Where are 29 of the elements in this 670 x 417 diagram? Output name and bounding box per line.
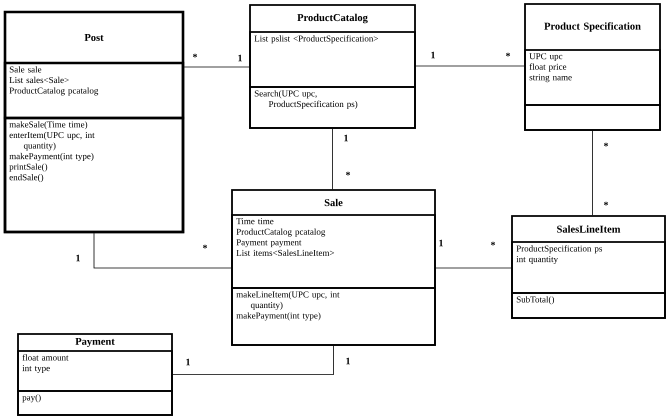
compartment-box: SubTotal() (511, 292, 666, 319)
compartment-box: UPC upc float price string name (524, 49, 661, 106)
multiplicity-label: 1 (76, 254, 80, 262)
compartment-box: ProductSpecification ps int quantity (511, 241, 666, 294)
compartment-box: float amount int type (17, 350, 173, 392)
compartment-box: List pslist <ProductSpecification> (249, 31, 416, 88)
compartment-box: pay() (17, 390, 173, 416)
compartment-box: Time time ProductCatalog pcatalog Payment payment List items<SalesLineItem> (231, 214, 436, 289)
compartment-box: makeSale(Time time) enterItem(UPC upc, int quantity) makePayment(int type) printSale() endSale() (4, 116, 184, 234)
compartment-box: Sale sale List sales<Sale> ProductCatalog pcatalog (4, 62, 184, 120)
compartment-box: Search(UPC upc, ProductSpecification ps) (249, 86, 416, 129)
multiplicity-label: * (192, 54, 198, 58)
compartment-box (524, 104, 661, 131)
multiplicity-label: 1 (346, 358, 350, 364)
association-line (592, 130, 593, 216)
association-line (184, 66, 250, 68)
association-line (172, 346, 334, 375)
multiplicity-label: * (346, 172, 350, 176)
association-line (332, 128, 333, 190)
multiplicity-label: 1 (431, 52, 435, 58)
multiplicity-label: * (506, 52, 510, 56)
multiplicity-label: * (604, 202, 608, 206)
association-line (94, 232, 232, 268)
multiplicity-label: * (604, 142, 608, 146)
multiplicity-label: 1 (238, 54, 242, 62)
multiplicity-label: * (202, 244, 208, 248)
multiplicity-label: * (490, 242, 496, 246)
compartment-box: makeLineItem(UPC upc, int quantity) makePayment(int type) (231, 287, 436, 346)
multiplicity-label: 1 (186, 358, 190, 366)
